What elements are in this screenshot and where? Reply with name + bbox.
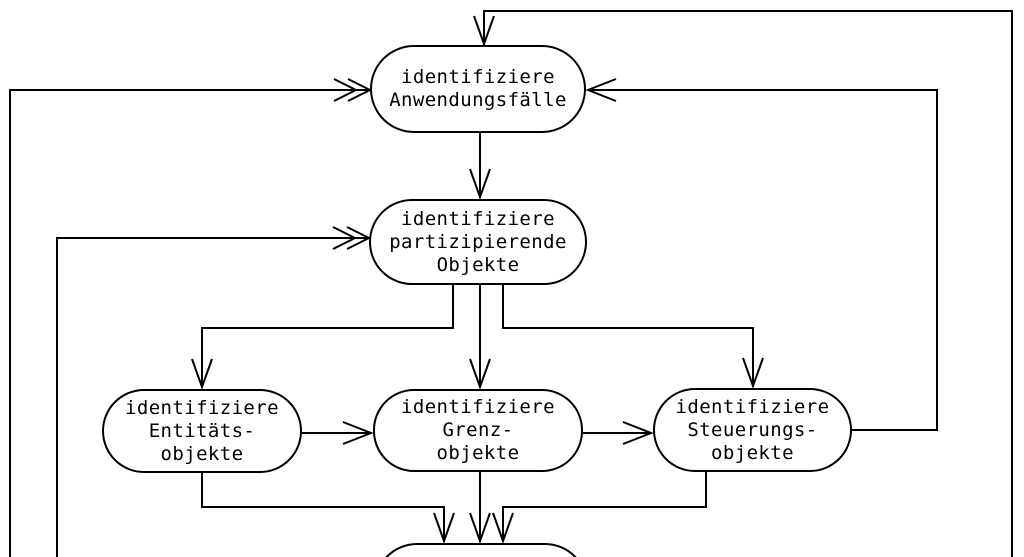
edge-steuerungs-to-unteres bbox=[492, 472, 707, 544]
node-label: identifiziere Grenz- objekte bbox=[401, 396, 555, 464]
edge-entitaets-to-unteres bbox=[201, 472, 455, 544]
node-label: identifiziere Entitäts- objekte bbox=[125, 396, 279, 465]
edge-partizipierende-to-entitaets bbox=[191, 284, 454, 390]
edge-steuerungs-to-anwendungsfaelle bbox=[585, 78, 938, 431]
edge-loop-to-anwendungsfaelle-left bbox=[9, 78, 373, 557]
node-label: identifiziere Anwendungsfälle bbox=[389, 66, 567, 111]
edge-grenz-to-unteres bbox=[469, 472, 491, 544]
node-identifiziere-grenzobjekte: identifiziere Grenz- objekte bbox=[373, 389, 583, 472]
edge-loop-to-anwendungsfaelle-top bbox=[473, 10, 1013, 557]
node-unteres-objekt-cutoff bbox=[374, 543, 588, 557]
edge-anwendungsfaelle-to-partizipierende bbox=[469, 133, 491, 200]
node-identifiziere-entitaetsobjekte: identifiziere Entitäts- objekte bbox=[102, 389, 302, 473]
node-identifiziere-steuerungsobjekte: identifiziere Steuerungs- objekte bbox=[653, 388, 852, 472]
edge-entitaets-to-grenz bbox=[302, 421, 374, 445]
node-identifiziere-partizipierende-objekte: identifiziere partizipierende Objekte bbox=[369, 199, 587, 285]
node-label: identifiziere partizipierende Objekte bbox=[389, 207, 567, 276]
edge-partizipierende-to-steuerungs bbox=[502, 284, 764, 389]
node-label: identifiziere Steuerungs- objekte bbox=[675, 395, 830, 464]
edge-partizipierende-to-grenz bbox=[469, 284, 491, 390]
node-identifiziere-anwendungsfaelle: identifiziere Anwendungsfälle bbox=[370, 45, 586, 133]
edge-grenz-to-steuerungs bbox=[583, 421, 654, 445]
